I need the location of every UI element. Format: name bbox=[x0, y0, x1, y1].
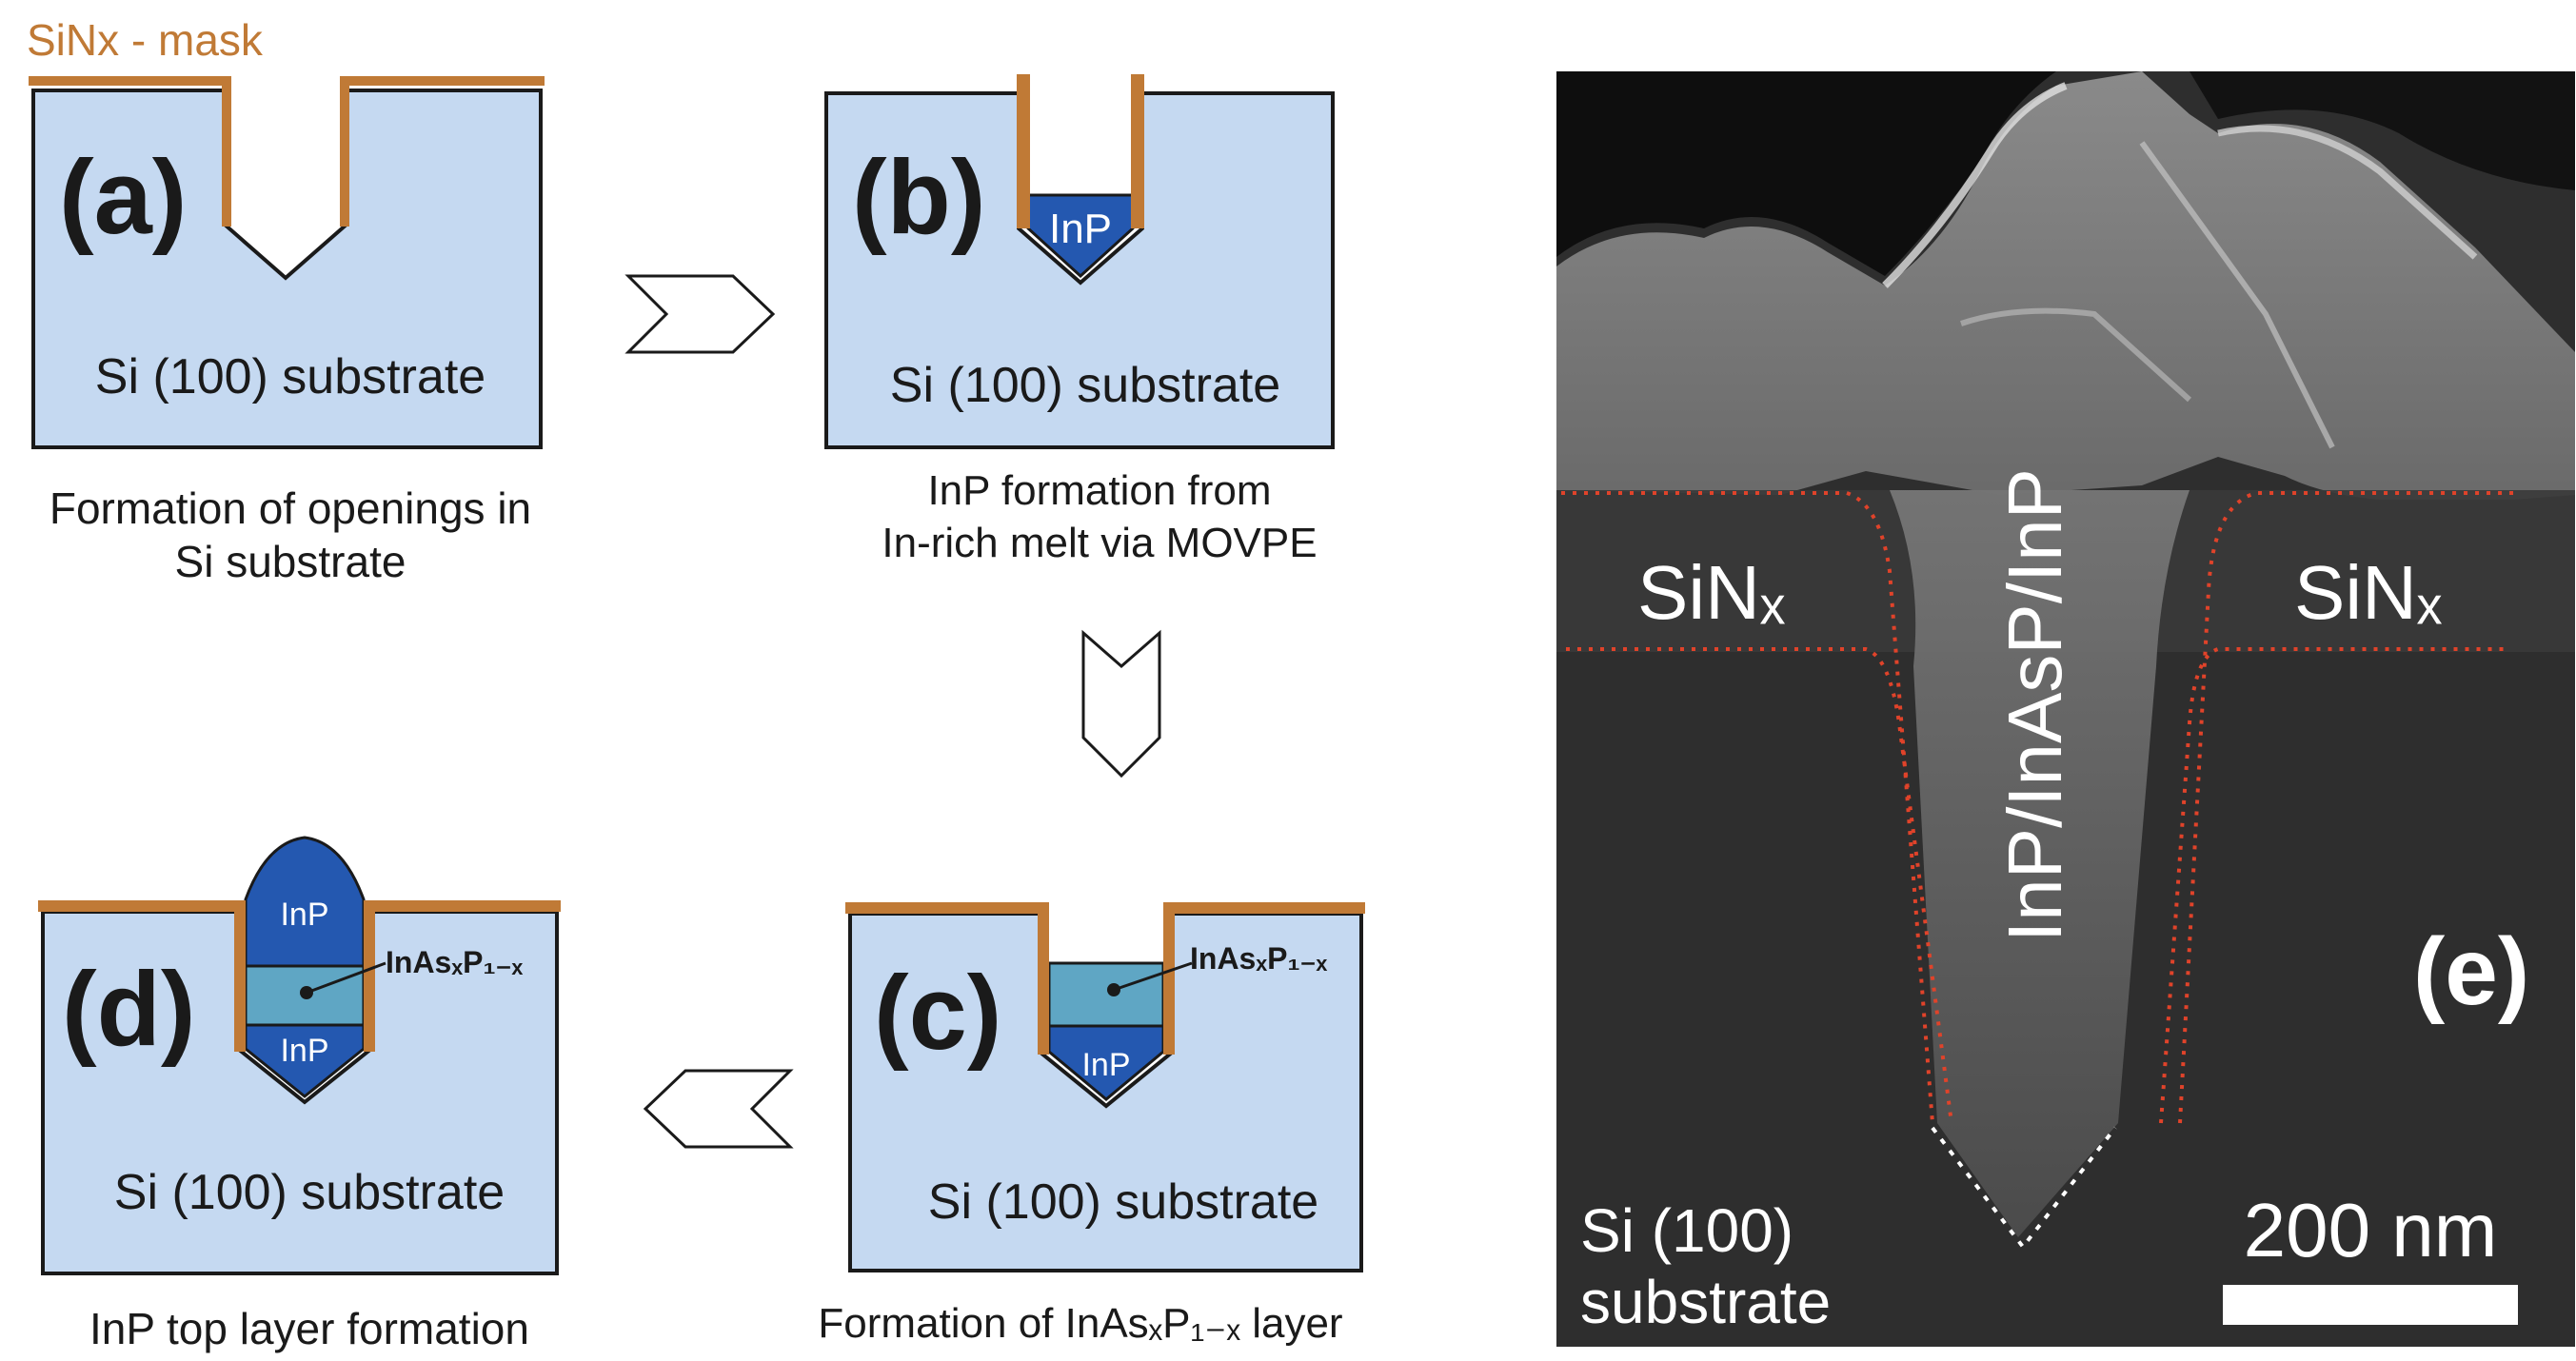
panel-a-substrate-label: Si (100) substrate bbox=[95, 349, 485, 404]
panel-d-layer-label: InAsₓP₁₋ₓ bbox=[386, 945, 524, 979]
sem-facet-edge-1 bbox=[1882, 82, 2068, 288]
sem-sinx-right-label: SiNₓ bbox=[2294, 550, 2443, 635]
panel-b-inp-label: InP bbox=[1049, 206, 1112, 252]
panel-c-caption: Formation of InAsₓP₁₋ₓ layer bbox=[818, 1300, 1342, 1347]
panel-c: InAsₓP₁₋ₓ InP (c) Si (100) substrate For… bbox=[818, 902, 1365, 1347]
panel-d-inp-top-label: InP bbox=[280, 897, 328, 933]
sem-guide-inner bbox=[1566, 647, 2508, 1124]
panel-c-inp-label: InP bbox=[1081, 1047, 1130, 1083]
panel-a-letter: (a) bbox=[59, 139, 187, 256]
panel-d: InAsₓP₁₋ₓ InP InP (d) Si (100) substrate… bbox=[38, 836, 561, 1353]
sem-crystal-region bbox=[1556, 71, 2575, 500]
panel-b-mask-left bbox=[1017, 74, 1030, 228]
panel-c-layer-pointer bbox=[1113, 961, 1193, 992]
panel-d-letter: (d) bbox=[62, 951, 195, 1068]
panel-d-inp-top bbox=[244, 836, 366, 968]
panel-b-caption-line2: In-rich melt via MOVPE bbox=[882, 520, 1317, 566]
arrow-left-icon bbox=[643, 1069, 794, 1149]
sem-scale-bar bbox=[2223, 1285, 2518, 1325]
sem-facet-edge-4 bbox=[1960, 307, 2192, 403]
panel-b-letter: (b) bbox=[852, 139, 985, 256]
sem-trench-fill bbox=[1890, 490, 2190, 1237]
panel-c-layer-label: InAsₓP₁₋ₓ bbox=[1190, 941, 1328, 976]
sem-structure-label: InP/InAsP/InP bbox=[1992, 468, 2077, 942]
sem-sinx-left-label: SiNₓ bbox=[1637, 550, 1786, 635]
sem-facet-edge-2 bbox=[2217, 125, 2478, 260]
sem-dark-sky-right bbox=[2190, 71, 2575, 190]
panel-c-inasp-fill bbox=[1047, 961, 1165, 1028]
panel-b-substrate-label: Si (100) substrate bbox=[890, 358, 1280, 413]
arrow-down-icon bbox=[1081, 629, 1161, 779]
sem-guide-outer bbox=[1561, 491, 2513, 1124]
sem-substrate-line2: substrate bbox=[1580, 1268, 1831, 1336]
sem-substrate-line1: Si (100) bbox=[1580, 1196, 1793, 1265]
panel-d-inp-bottom-label: InP bbox=[280, 1033, 328, 1069]
panel-d-substrate-label: Si (100) substrate bbox=[114, 1165, 505, 1220]
panel-a-caption-line2: Si substrate bbox=[175, 537, 406, 586]
sem-facet-edge-3 bbox=[2139, 141, 2335, 449]
mask-label: SiNx - mask bbox=[27, 15, 264, 65]
panel-e-sem-image: SiNₓ SiNₓ InP/InAsP/InP (e) Si (100) sub… bbox=[1556, 71, 2575, 1347]
sem-scale-bar-label: 200 nm bbox=[2244, 1188, 2498, 1272]
panel-c-substrate-label: Si (100) substrate bbox=[928, 1174, 1318, 1230]
panel-a: (a) Si (100) substrate Formation of open… bbox=[29, 76, 545, 586]
panel-b-mask-right bbox=[1131, 74, 1144, 228]
panel-d-layer-pointer bbox=[306, 961, 386, 995]
arrow-right-icon bbox=[624, 274, 776, 354]
panel-c-layer-pointer-dot bbox=[1107, 983, 1120, 996]
panel-b: InP (b) Si (100) substrate InP formation… bbox=[824, 74, 1335, 566]
panel-d-caption: InP top layer formation bbox=[89, 1304, 529, 1353]
panel-c-letter: (c) bbox=[874, 955, 1001, 1072]
sem-dark-sky bbox=[1556, 71, 2056, 276]
sem-panel-letter: (e) bbox=[2413, 918, 2529, 1025]
panel-b-caption-line1: InP formation from bbox=[927, 467, 1271, 514]
panel-a-caption-line1: Formation of openings in bbox=[50, 483, 531, 533]
panel-d-layer-pointer-dot bbox=[300, 986, 313, 999]
